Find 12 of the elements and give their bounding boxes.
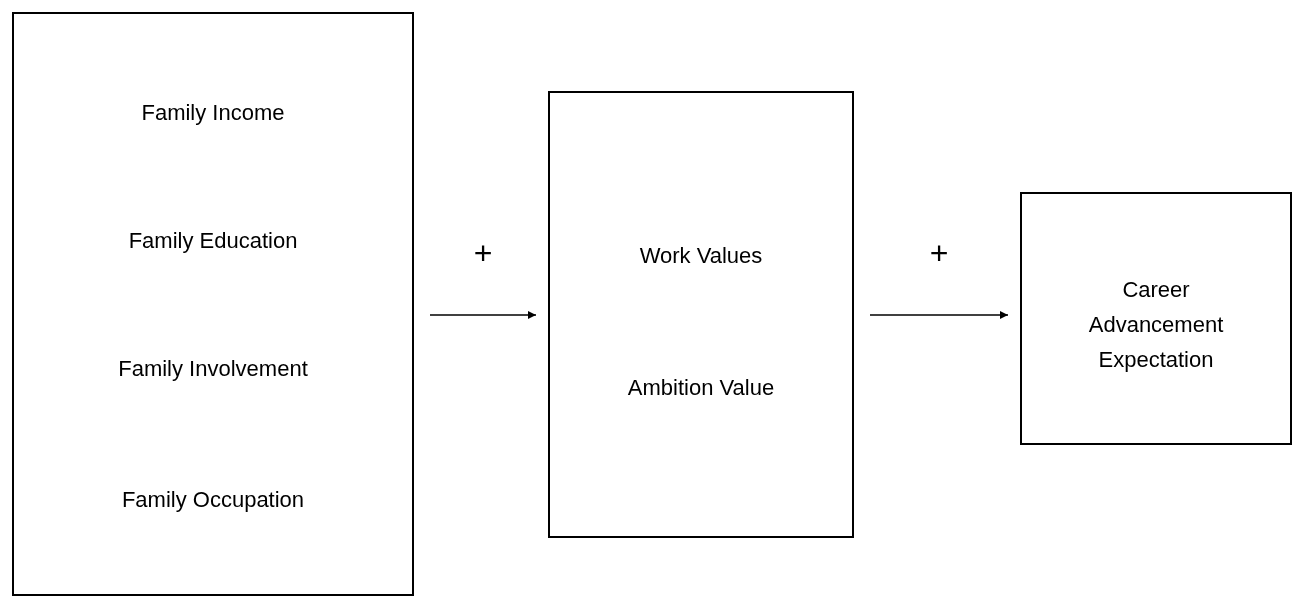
node-text: Family Education [128,226,298,255]
box [1020,192,1292,445]
box [12,12,414,596]
node-text: Family Involvement [118,354,308,383]
node-text: Ambition Value [627,373,775,402]
arrow [869,311,1009,319]
arrow [429,311,537,319]
node-text: Family Income [141,98,285,127]
box [548,91,854,538]
node-text: Family Occupation [121,485,305,514]
node-text: Career Advancement Expectation [1087,275,1225,374]
node-text: Work Values [639,241,763,270]
